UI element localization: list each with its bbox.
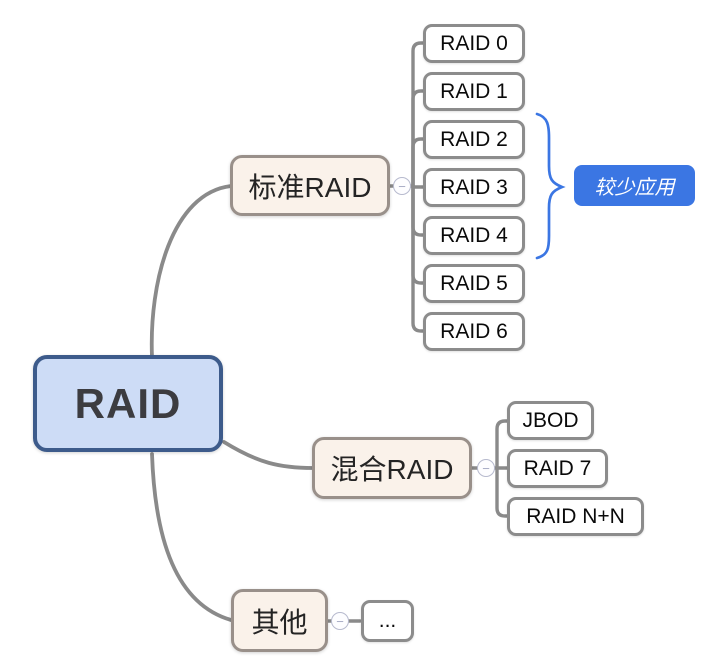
node-raid-3[interactable]: RAID 3 — [423, 168, 525, 207]
connector-root-hybrid — [222, 440, 315, 470]
node-label: RAID 1 — [440, 79, 508, 103]
node-raid-6[interactable]: RAID 6 — [423, 312, 525, 351]
node-raid-2[interactable]: RAID 2 — [423, 120, 525, 159]
connector-standard-raid2 — [411, 137, 426, 188]
collapse-button-other[interactable]: − — [331, 612, 349, 630]
node-root-raid[interactable]: RAID — [33, 355, 223, 452]
minus-icon: − — [482, 460, 490, 476]
connector-root-other — [150, 452, 233, 622]
node-label: RAID 4 — [440, 223, 508, 247]
collapse-button-hybrid[interactable]: − — [477, 459, 495, 477]
node-branch-other[interactable]: 其他 — [231, 589, 328, 652]
annotation-text: 较少应用 — [594, 177, 675, 199]
node-label: RAID 6 — [440, 319, 508, 343]
node-label: ... — [378, 609, 397, 632]
connector-standard-raid0 — [411, 41, 426, 188]
node-label: 标准RAID — [248, 171, 372, 203]
node-ellipsis[interactable]: ... — [361, 600, 414, 642]
node-raid-5[interactable]: RAID 5 — [423, 264, 525, 303]
summary-brace — [535, 112, 566, 260]
collapse-button-standard[interactable]: − — [393, 177, 411, 195]
node-label: 混合RAID — [330, 454, 454, 485]
node-jbod[interactable]: JBOD — [507, 401, 594, 440]
node-label: RAID 3 — [440, 175, 508, 199]
node-label: JBOD — [522, 408, 579, 432]
node-label: RAID 2 — [440, 127, 508, 151]
node-label: RAID 0 — [440, 31, 508, 55]
node-raid-7[interactable]: RAID 7 — [507, 449, 608, 488]
connector-standard-raid6 — [411, 184, 426, 333]
summary-label-less-used[interactable]: 较少应用 — [574, 165, 695, 206]
node-label: RAID N+N — [526, 504, 625, 528]
node-label: 其他 — [251, 606, 308, 638]
connector-standard-raid1 — [411, 89, 426, 188]
node-branch-standard-raid[interactable]: 标准RAID — [230, 155, 390, 216]
node-label: RAID 7 — [523, 456, 592, 480]
node-branch-hybrid-raid[interactable]: 混合RAID — [312, 437, 472, 499]
connector-hybrid-raidnn — [495, 466, 509, 518]
connector-hybrid-jbod — [495, 419, 509, 470]
node-label: RAID — [74, 379, 182, 427]
node-label: RAID 5 — [440, 271, 508, 295]
minus-icon: − — [398, 178, 406, 194]
minus-icon: − — [336, 613, 344, 629]
node-raid-1[interactable]: RAID 1 — [423, 72, 525, 111]
node-raid-4[interactable]: RAID 4 — [423, 216, 525, 255]
node-raid-0[interactable]: RAID 0 — [423, 24, 525, 63]
node-raid-n-plus-n[interactable]: RAID N+N — [507, 497, 644, 536]
connector-root-standard — [149, 184, 233, 359]
